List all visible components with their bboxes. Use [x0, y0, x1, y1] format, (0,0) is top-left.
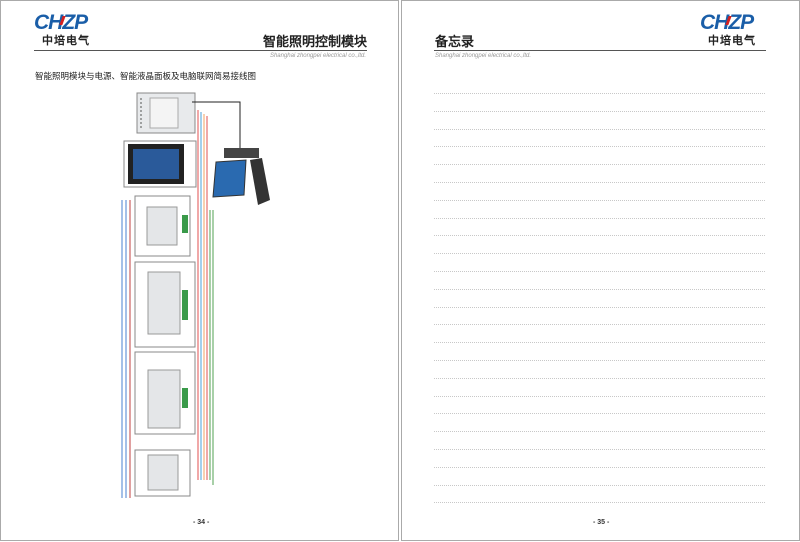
logo-text: CHZP	[34, 10, 106, 35]
computer	[192, 101, 270, 205]
memo-line	[434, 502, 765, 504]
brand-logo-right: CHZP 中培电气	[700, 10, 772, 48]
page-number-left: - 34 -	[193, 519, 210, 526]
memo-line	[434, 182, 765, 183]
diagram-caption: 智能照明模块与电源、智能液晶面板及电脑联网简易接线图	[35, 71, 257, 81]
lcd-touch-panel	[123, 140, 197, 188]
company-subtitle: Shanghai zhongpei electrical co.,ltd.	[269, 53, 366, 59]
power-module	[136, 92, 196, 134]
right-page	[401, 0, 800, 541]
memo-line	[434, 484, 765, 486]
page-number-right: - 35 -	[593, 519, 610, 526]
logo-cn: 中培电气	[42, 35, 90, 47]
memo-line	[434, 342, 765, 344]
memo-line	[434, 128, 765, 130]
memo-line	[434, 93, 765, 94]
memo-line	[434, 377, 765, 379]
left-page	[0, 0, 399, 541]
memo-line	[434, 217, 765, 219]
memo-line	[434, 466, 765, 468]
memo-title: 备忘录	[435, 34, 475, 49]
memo-line	[434, 395, 765, 397]
header-rule	[34, 50, 367, 51]
memo-line	[434, 199, 765, 201]
section-title: 智能照明控制模块	[262, 34, 367, 49]
memo-line	[434, 288, 765, 290]
memo-line	[434, 271, 765, 272]
memo-line	[434, 235, 765, 237]
memo-line	[434, 306, 765, 308]
memo-line	[434, 324, 765, 326]
memo-line	[434, 413, 765, 415]
memo-line	[434, 146, 765, 148]
memo-line	[434, 431, 765, 433]
brand-logo: CHZP 中培电气	[34, 10, 106, 48]
header-rule-right	[434, 50, 766, 51]
memo-line	[434, 164, 765, 166]
memo-line	[434, 360, 765, 361]
bus-wires	[121, 110, 214, 498]
logo-cn-right: 中培电气	[708, 35, 756, 47]
memo-line	[434, 449, 765, 450]
wiring-diagram	[121, 92, 270, 498]
company-subtitle-right: Shanghai zhongpei electrical co.,ltd.	[435, 53, 532, 59]
lighting-modules	[134, 195, 196, 497]
memo-line	[434, 253, 765, 255]
memo-line	[434, 110, 765, 112]
logo-text-right: CHZP	[700, 10, 772, 35]
